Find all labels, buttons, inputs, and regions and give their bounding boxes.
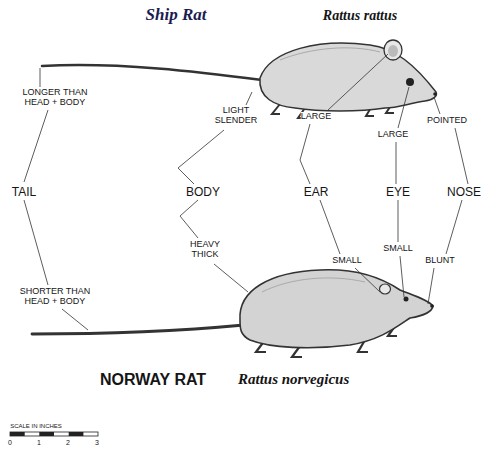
feature-value: LARGE	[378, 130, 409, 140]
feature-value: HEAVY THICK	[182, 240, 228, 260]
rat-tail	[42, 65, 262, 80]
leader-line	[328, 54, 388, 110]
leader-line	[24, 110, 48, 182]
leader-line	[446, 200, 462, 254]
leader-line	[455, 128, 468, 184]
title: Ship Rat	[143, 6, 210, 25]
rat-ear-inner	[388, 45, 398, 57]
rat-eye	[406, 78, 414, 86]
leader-line	[62, 309, 88, 330]
leader-line	[24, 200, 48, 285]
rat-nose	[433, 92, 437, 96]
feature-name: EYE	[386, 186, 410, 199]
leader-line	[320, 200, 340, 254]
leader-line	[40, 68, 41, 87]
leader-line	[434, 97, 440, 114]
leader-line	[428, 268, 434, 304]
scale-bar	[10, 432, 98, 436]
feature-value: SMALL	[383, 244, 413, 254]
rat-body	[240, 270, 433, 348]
feature-name: NOSE	[447, 186, 481, 199]
scale-number: 0	[8, 439, 12, 447]
feature-name: TAIL	[12, 186, 36, 199]
fur-shading	[262, 278, 365, 292]
leader-line	[180, 200, 198, 238]
leader-line	[178, 130, 224, 184]
leader-line	[396, 142, 397, 184]
scale-number: 2	[66, 439, 70, 447]
feature-value: SMALL	[332, 256, 362, 266]
feature-value: LONGER THAN HEAD + BODY	[19, 88, 91, 108]
rat-leg	[272, 104, 280, 114]
rat-eye	[404, 297, 409, 302]
rat-ear	[384, 40, 402, 60]
species-name: Rattus norvegicus	[238, 371, 349, 388]
rat-nose	[430, 304, 434, 308]
feature-value: SHORTER THAN HEAD + BODY	[15, 287, 95, 307]
feature-name: EAR	[304, 186, 329, 199]
rat-body	[260, 43, 437, 111]
scale-label: SCALE IN INCHES	[10, 423, 62, 430]
norway-rat	[32, 270, 434, 357]
scale-number: 3	[95, 439, 99, 447]
leader-line	[300, 124, 310, 184]
feature-value: LIGHT SLENDER	[212, 106, 260, 126]
leader-line	[398, 87, 409, 128]
feature-value: POINTED	[427, 116, 467, 126]
leader-line	[400, 256, 404, 297]
species-name: NORWAY RAT	[100, 371, 206, 389]
fur-shading	[280, 48, 380, 60]
scale-segment	[39, 432, 54, 436]
leader-line	[355, 268, 380, 292]
leader-line	[246, 92, 252, 105]
feature-name: BODY	[186, 186, 220, 199]
scale-segment	[10, 432, 25, 436]
feature-value: LARGE	[301, 112, 332, 122]
rat-ear	[380, 284, 391, 294]
scale-frame	[10, 432, 98, 436]
species-name: Rattus rattus	[323, 8, 397, 23]
feature-value: BLUNT	[425, 256, 455, 266]
leader-line	[214, 264, 248, 292]
scale-number: 1	[37, 439, 41, 447]
leader-line	[398, 200, 399, 242]
rat-tail	[32, 325, 244, 334]
scale-segment	[69, 432, 84, 436]
